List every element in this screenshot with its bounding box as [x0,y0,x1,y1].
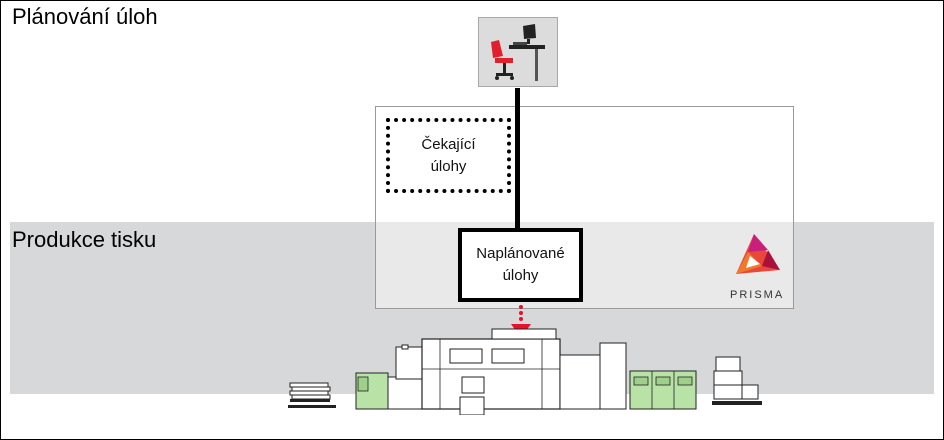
output-paper-stack-icon [712,356,762,405]
workstation-icon [478,17,558,87]
prisma-scheduler-area [375,106,794,309]
printing-press-icon [288,328,762,415]
production-section-title: Produkce tisku [12,227,157,252]
desk-operator-icon [491,24,545,81]
waiting-jobs-box: Čekající úlohy [386,118,511,193]
connector-line [515,88,520,230]
planning-section-title: Plánování úloh [12,4,158,29]
prisma-logo-icon [736,234,780,274]
prisma-brand-label: PRISMA [730,289,785,301]
input-paper-stack-icon [288,382,336,408]
scheduled-jobs-box: Naplánované úlohy [458,228,583,302]
